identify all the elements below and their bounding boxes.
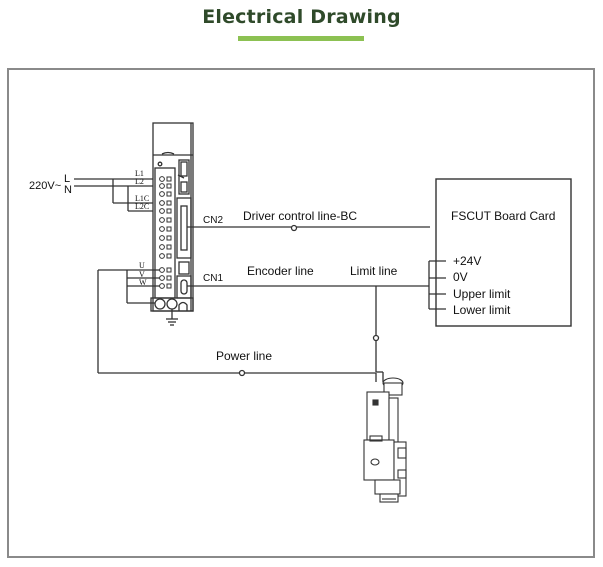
connector-cn1: CN1	[203, 273, 223, 284]
board-pin-upper-limit: Upper limit	[453, 287, 511, 301]
board-pin-0v: 0V	[453, 270, 468, 284]
wire-marker	[238, 369, 246, 377]
terminal-label-l2c: L2C	[135, 202, 149, 211]
label-limit-line: Limit line	[350, 264, 398, 278]
terminal-label-l1c: L1C	[135, 194, 149, 203]
connector-cn2: CN2	[203, 215, 223, 226]
board-pin-24v: +24V	[453, 254, 481, 268]
encoder-limit-wire	[187, 260, 446, 382]
line-label-l: L	[64, 173, 70, 185]
terminal-label-l2: L2	[135, 177, 144, 186]
label-encoder-line: Encoder line	[247, 264, 314, 278]
board-card-title: FSCUT Board Card	[451, 209, 555, 223]
voltage-label: 220V~	[29, 180, 61, 192]
terminal-label-v: V	[139, 270, 145, 279]
wire-marker	[290, 224, 298, 232]
terminal-label-w: W	[139, 278, 147, 287]
page-title: Electrical Drawing	[202, 6, 401, 28]
terminal-label-u: U	[139, 261, 145, 270]
motor-wires	[97, 269, 377, 382]
label-power-line: Power line	[216, 349, 272, 363]
terminal-label-l1: L1	[135, 169, 144, 178]
diagram-frame	[7, 68, 595, 558]
laser-head	[363, 377, 407, 503]
title-underline	[238, 36, 364, 41]
servo-driver	[150, 122, 194, 326]
board-card-box	[435, 178, 572, 327]
wire-marker	[372, 334, 380, 342]
board-pin-lower-limit: Lower limit	[453, 303, 511, 317]
label-driver-control-line: Driver control line-BC	[243, 209, 357, 223]
line-label-n: N	[64, 184, 72, 196]
